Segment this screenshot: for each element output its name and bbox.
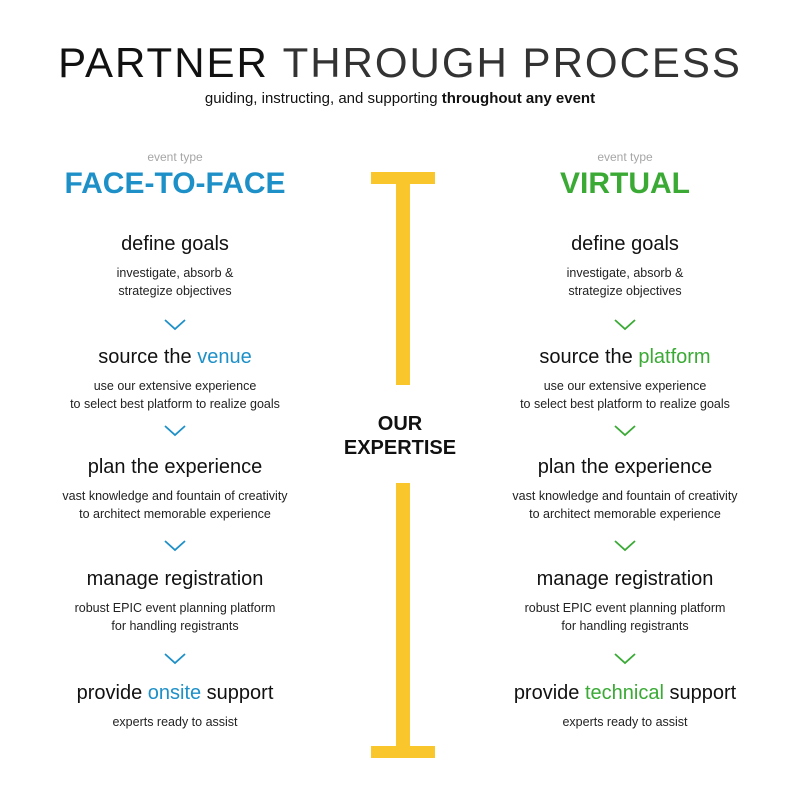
subtitle: guiding, instructing, and supporting thr… [0, 90, 800, 107]
step-title-pre: define goals [571, 233, 679, 255]
bar-upper-segment [396, 172, 410, 385]
our-expertise-label: OUR EXPERTISE [330, 412, 470, 460]
step-description: vast knowledge and fountain of creativit… [5, 487, 345, 523]
step-description: robust EPIC event planning platform for … [455, 599, 795, 635]
step-title: define goals [5, 232, 345, 256]
step-title: source the platform [455, 345, 795, 369]
step-description: use our extensive experience to select b… [455, 377, 795, 413]
step-title-post: support [201, 682, 274, 704]
step-desc-line1: use our extensive experience [543, 379, 707, 393]
step-title-pre: source the [539, 346, 639, 368]
step-title: provide onsite support [5, 681, 345, 705]
event-type-name: VIRTUAL [560, 167, 690, 200]
step-desc-line2: for handling registrants [561, 619, 689, 633]
chevron-down-icon [614, 319, 636, 331]
chevron-down-icon [164, 425, 186, 437]
step-define-goals: define goals investigate, absorb & strat… [455, 232, 795, 300]
step-desc-line1: experts ready to assist [562, 715, 688, 729]
chevron-down-icon [164, 319, 186, 331]
step-source-platform: source the platform use our extensive ex… [455, 345, 795, 413]
subtitle-plain: guiding, instructing, and supporting [204, 90, 438, 107]
step-title-highlight: platform [638, 346, 711, 368]
step-desc-line1: robust EPIC event planning platform [524, 601, 726, 615]
chevron-down-icon [164, 653, 186, 665]
step-desc-line2: to architect memorable experience [529, 507, 721, 521]
step-desc-line1: investigate, absorb & [116, 266, 234, 280]
step-desc-line2: to select best platform to realize goals [520, 397, 730, 411]
step-provide-support: provide onsite support experts ready to … [5, 681, 345, 731]
chevron-down-icon [614, 653, 636, 665]
step-desc-line2: to select best platform to realize goals [70, 397, 280, 411]
expertise-line1: OUR [377, 413, 423, 435]
step-description: investigate, absorb & strategize objecti… [455, 264, 795, 300]
event-type-name: FACE-TO-FACE [64, 167, 286, 200]
chevron-down-icon [614, 425, 636, 437]
step-description: use our extensive experience to select b… [5, 377, 345, 413]
bar-lower-segment [396, 483, 410, 755]
step-description: experts ready to assist [5, 713, 345, 731]
step-title-pre: provide [513, 682, 585, 704]
header: PARTNER THROUGH PROCESS guiding, instruc… [0, 38, 800, 107]
step-plan-experience: plan the experience vast knowledge and f… [455, 455, 795, 523]
step-title-pre: plan the experience [537, 456, 713, 478]
step-description: vast knowledge and fountain of creativit… [455, 487, 795, 523]
virtual-column: event type VIRTUAL define goals investig… [455, 150, 795, 729]
step-title: source the venue [5, 345, 345, 369]
step-desc-line2: strategize objectives [118, 284, 232, 298]
step-title-pre: plan the experience [87, 456, 263, 478]
bar-bottom-cap [371, 746, 435, 758]
step-title-highlight: venue [197, 346, 252, 368]
step-title: manage registration [5, 567, 345, 591]
step-title-pre: manage registration [86, 568, 264, 590]
step-title-pre: provide [76, 682, 148, 704]
title-part2: THROUGH PROCESS [282, 39, 742, 86]
step-title: manage registration [455, 567, 795, 591]
step-desc-line1: vast knowledge and fountain of creativit… [62, 489, 288, 503]
step-title-pre: manage registration [536, 568, 714, 590]
face-to-face-column: event type FACE-TO-FACE define goals inv… [5, 150, 345, 729]
step-manage-registration: manage registration robust EPIC event pl… [5, 567, 345, 635]
step-title-post: support [663, 682, 737, 704]
step-provide-support: provide technical support experts ready … [455, 681, 795, 731]
step-description: experts ready to assist [455, 713, 795, 731]
step-desc-line1: investigate, absorb & [566, 266, 684, 280]
step-desc-line2: for handling registrants [111, 619, 239, 633]
chevron-down-icon [614, 540, 636, 552]
page-title: PARTNER THROUGH PROCESS [0, 38, 800, 88]
step-title-pre: define goals [121, 233, 229, 255]
step-description: investigate, absorb & strategize objecti… [5, 264, 345, 300]
step-desc-line2: to architect memorable experience [79, 507, 271, 521]
step-plan-experience: plan the experience vast knowledge and f… [5, 455, 345, 523]
step-title: plan the experience [5, 455, 345, 479]
event-type-label: event type [597, 150, 653, 164]
step-desc-line2: strategize objectives [568, 284, 682, 298]
chevron-down-icon [164, 540, 186, 552]
event-type-label: event type [147, 150, 203, 164]
step-desc-line1: experts ready to assist [112, 715, 238, 729]
step-desc-line1: vast knowledge and fountain of creativit… [512, 489, 738, 503]
step-manage-registration: manage registration robust EPIC event pl… [455, 567, 795, 635]
step-define-goals: define goals investigate, absorb & strat… [5, 232, 345, 300]
step-title: plan the experience [455, 455, 795, 479]
step-title: define goals [455, 232, 795, 256]
step-desc-line1: use our extensive experience [93, 379, 257, 393]
expertise-line2: EXPERTISE [343, 437, 457, 459]
step-title-highlight: onsite [147, 682, 202, 704]
step-title: provide technical support [455, 681, 795, 705]
step-description: robust EPIC event planning platform for … [5, 599, 345, 635]
step-title-highlight: technical [584, 682, 664, 704]
step-desc-line1: robust EPIC event planning platform [74, 601, 276, 615]
step-title-pre: source the [98, 346, 198, 368]
subtitle-bold: throughout any event [441, 90, 596, 107]
title-part1: PARTNER [58, 39, 269, 86]
step-source-venue: source the venue use our extensive exper… [5, 345, 345, 413]
